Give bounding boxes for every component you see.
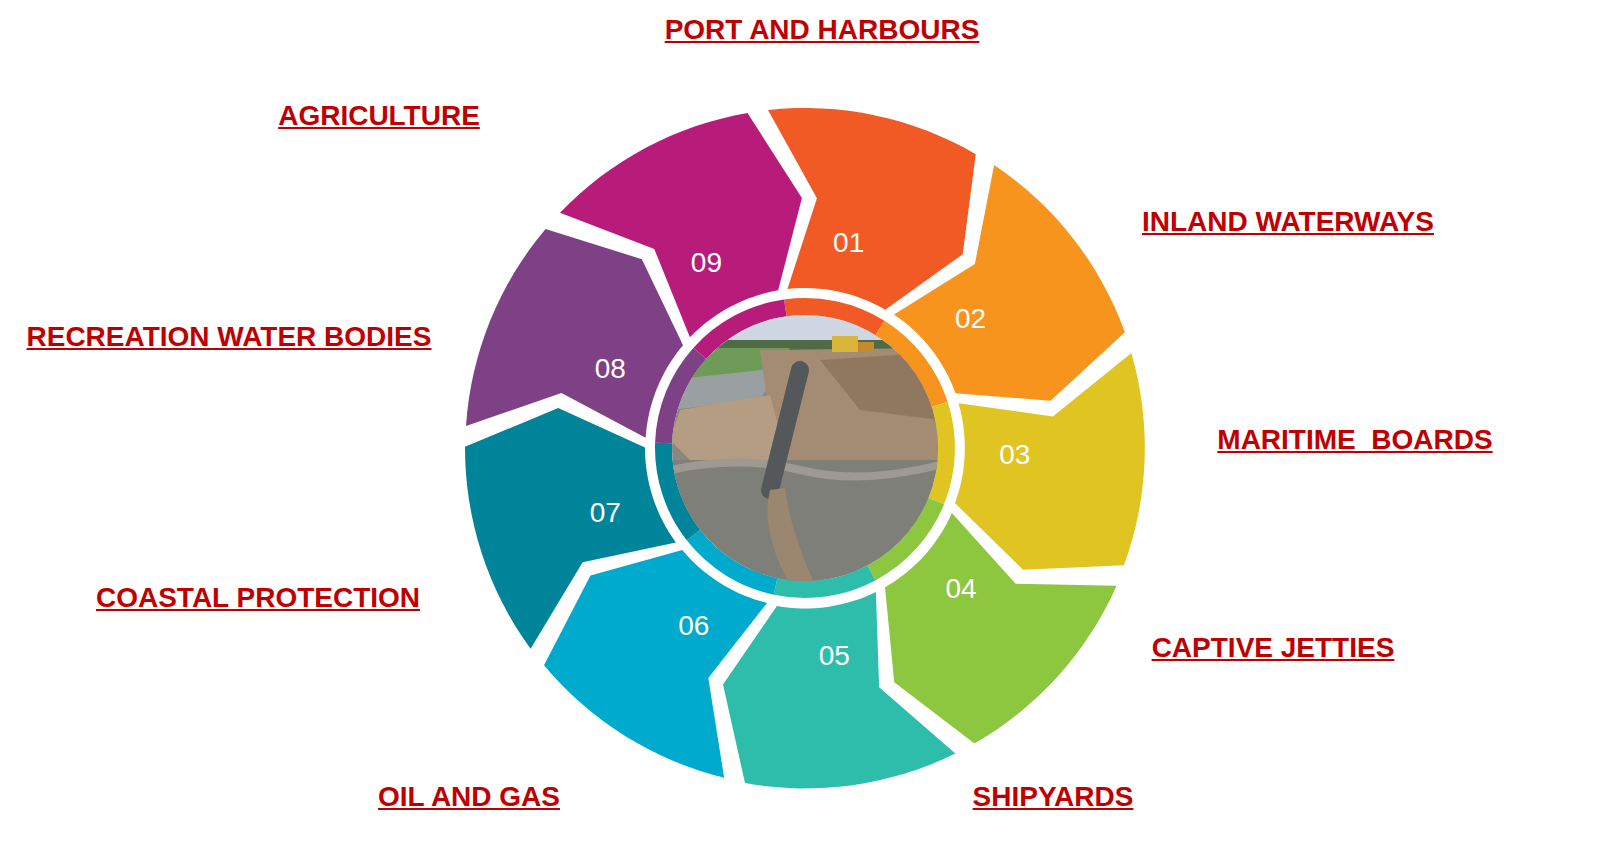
segment-shape <box>466 229 683 438</box>
arrow-segment: 04CAPTIVE JETTIES <box>885 513 1117 743</box>
sector-heading: PORT AND HARBOURS <box>665 15 980 46</box>
sector-heading: SHIPYARDS <box>973 782 1134 813</box>
arrow-segment: 06OIL AND GAS <box>544 550 767 778</box>
segment-number: 02 <box>955 305 986 333</box>
photo-mud-shadow <box>820 352 940 420</box>
arrow-segment: 07COASTAL PROTECTION <box>465 408 676 649</box>
sector-heading: COASTAL PROTECTION <box>96 583 420 614</box>
photo-ripple <box>670 463 940 477</box>
arrow-segment: 02INLAND WATERWAYS <box>894 165 1125 401</box>
segment-fill <box>768 108 976 310</box>
arrow-segment: 03MARITIME BOARDS <box>955 353 1145 570</box>
segment-shape <box>955 353 1145 570</box>
segment-shape <box>544 550 767 778</box>
arrow-segment: 01PORT AND HARBOURS <box>768 108 976 310</box>
segment-shape <box>723 592 955 788</box>
segment-fill <box>955 353 1145 570</box>
photo-machine <box>858 342 874 352</box>
sector-heading: AGRICULTURE <box>278 101 480 132</box>
photo-ground <box>670 310 940 590</box>
photo-slurry <box>768 488 816 585</box>
segment-fill <box>885 513 1117 743</box>
photo-pipe <box>770 370 800 490</box>
segment-fill <box>466 229 683 438</box>
segment-number: 05 <box>819 642 850 670</box>
segment-number: 07 <box>590 499 621 527</box>
sector-heading: OIL AND GAS <box>378 782 560 813</box>
segment-fill <box>544 550 767 778</box>
inner-ring <box>655 298 955 598</box>
arrow-segment: 08RECREATION WATER BODIES <box>466 229 683 438</box>
segment-shape <box>560 113 802 337</box>
segment-fill <box>894 165 1125 401</box>
segment-number: 08 <box>595 355 626 383</box>
segment-number: 01 <box>833 229 864 257</box>
segment-number: 03 <box>999 441 1030 469</box>
sector-heading: CAPTIVE JETTIES <box>1152 633 1395 664</box>
segment-shape <box>768 108 976 310</box>
segment-fill <box>465 408 676 649</box>
segment-shape <box>465 408 676 649</box>
sector-heading: INLAND WATERWAYS <box>1142 207 1434 238</box>
segment-fill <box>723 592 955 788</box>
photo-water <box>670 460 940 590</box>
photo-treeline <box>670 340 940 350</box>
dredging-photo <box>670 310 940 590</box>
segment-fill <box>560 113 802 337</box>
sector-heading: MARITIME BOARDS <box>1217 425 1492 456</box>
arrow-segment: 09AGRICULTURE <box>560 113 802 337</box>
sector-heading: RECREATION WATER BODIES <box>27 322 432 353</box>
segment-number: 09 <box>691 249 722 277</box>
arrow-segment: 05SHIPYARDS <box>723 592 955 788</box>
segment-shape <box>885 513 1117 743</box>
photo-machine <box>832 336 858 352</box>
segment-shape <box>894 165 1125 401</box>
segment-number: 06 <box>678 612 709 640</box>
segment-number: 04 <box>945 575 976 603</box>
